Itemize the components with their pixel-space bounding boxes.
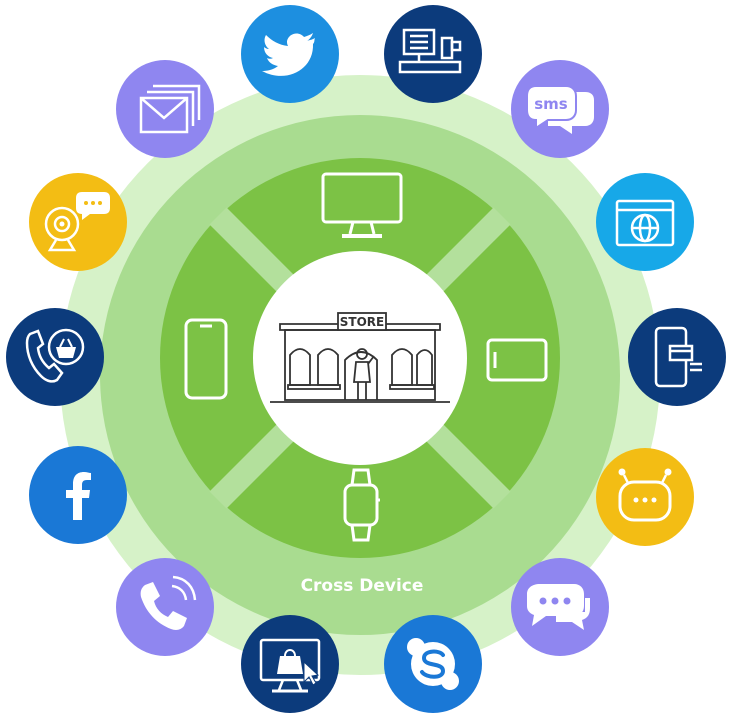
channel-email[interactable]	[116, 60, 214, 158]
desktop-monitor-icon	[321, 172, 403, 238]
svg-text:sms: sms	[534, 95, 568, 113]
tablet-icon	[486, 338, 548, 382]
chatbot-icon	[618, 468, 672, 522]
channel-call-center-shopping[interactable]	[6, 308, 104, 406]
channel-phone-call[interactable]	[116, 558, 214, 656]
channel-skype[interactable]	[384, 615, 482, 713]
pos-terminal-icon	[398, 28, 462, 74]
channel-sms[interactable]: sms	[511, 60, 609, 158]
channel-chatbot[interactable]	[596, 448, 694, 546]
chat-bubble-icon	[527, 584, 590, 630]
smartwatch-icon	[343, 468, 380, 542]
sms-icon: sms	[526, 85, 594, 134]
twitter-icon	[262, 33, 315, 76]
channel-chat[interactable]	[511, 558, 609, 656]
facebook-icon	[66, 472, 91, 520]
store-sign-label: STORE	[340, 315, 384, 329]
store-illustration	[270, 312, 450, 403]
web-browser-icon	[615, 199, 675, 247]
channel-pos-terminal[interactable]	[384, 5, 482, 103]
smartphone-icon	[184, 318, 228, 400]
skype-icon	[407, 638, 459, 690]
mobile-payment-icon	[654, 326, 702, 388]
webcam-chat-icon	[44, 192, 110, 252]
online-shopping-icon	[259, 638, 321, 693]
channel-facebook[interactable]	[29, 446, 127, 544]
channel-online-shopping[interactable]	[241, 615, 339, 713]
channel-mobile-payment[interactable]	[628, 308, 726, 406]
email-icon	[139, 84, 201, 134]
channel-webcam-chat[interactable]	[29, 173, 127, 271]
channel-twitter[interactable]	[241, 5, 339, 103]
call-center-shopping-icon	[25, 328, 85, 383]
cross-device-label: Cross Device	[301, 576, 424, 596]
channel-web-browser[interactable]	[596, 173, 694, 271]
phone-call-icon	[140, 575, 197, 630]
